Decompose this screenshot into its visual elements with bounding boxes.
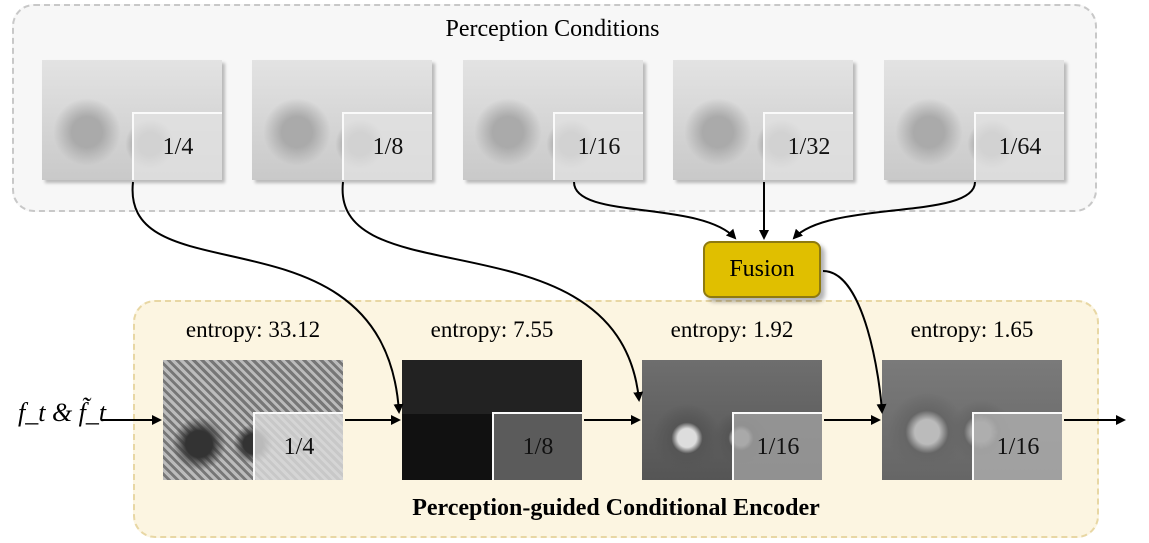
entropy-label-2: entropy: 7.55 <box>430 317 554 342</box>
arrow-fusion-to-f4 <box>822 270 887 414</box>
feature-map-1: 1/4 <box>163 360 343 480</box>
scale-label: 1/4 <box>132 112 222 180</box>
arrow-cond2-to-f3 <box>341 181 644 402</box>
input-label: f_t & f̃_t <box>18 398 107 427</box>
condition-map-1: 1/4 <box>42 60 222 180</box>
fusion-block: Fusion <box>703 241 821 298</box>
condition-map-3: 1/16 <box>463 60 643 180</box>
condition-map-5: 1/64 <box>884 60 1064 180</box>
condition-map-4: 1/32 <box>673 60 853 180</box>
scale-label: 1/4 <box>253 412 343 480</box>
scale-label: 1/16 <box>972 412 1062 480</box>
arrow-cond1-to-f2 <box>131 181 404 414</box>
arrow-cond5-to-fusion <box>792 181 976 240</box>
arrow-cond3-to-fusion <box>573 181 737 240</box>
scale-label: 1/8 <box>492 412 582 480</box>
scale-label: 1/8 <box>342 112 432 180</box>
perception-conditions-title: Perception Conditions <box>445 16 660 42</box>
feature-map-2: 1/8 <box>402 360 582 480</box>
scale-label: 1/64 <box>974 112 1064 180</box>
feature-map-3: 1/16 <box>642 360 822 480</box>
entropy-label-3: entropy: 1.92 <box>670 317 794 342</box>
entropy-label-4: entropy: 1.65 <box>910 317 1034 342</box>
scale-label: 1/16 <box>553 112 643 180</box>
scale-label: 1/32 <box>763 112 853 180</box>
entropy-label-1: entropy: 33.12 <box>185 317 321 342</box>
feature-map-4: 1/16 <box>882 360 1062 480</box>
condition-map-2: 1/8 <box>252 60 432 180</box>
scale-label: 1/16 <box>732 412 822 480</box>
encoder-title: Perception-guided Conditional Encoder <box>412 495 820 521</box>
